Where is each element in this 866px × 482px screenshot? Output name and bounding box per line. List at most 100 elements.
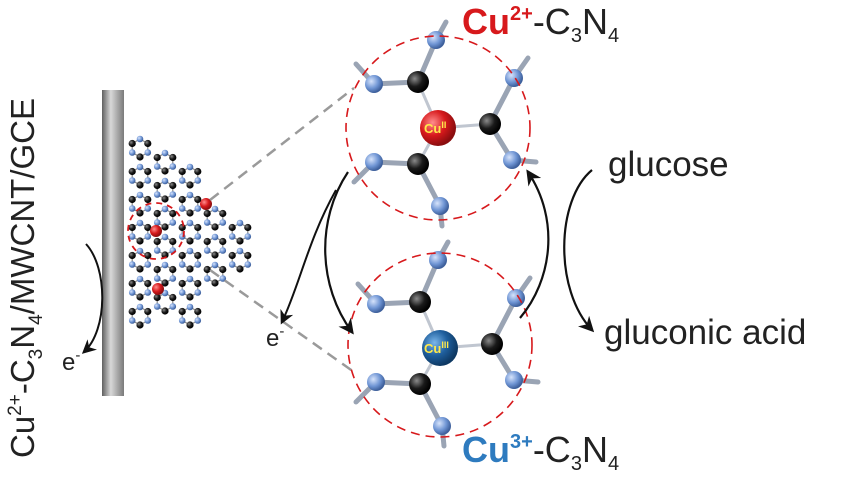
sheet-carbon-atom — [178, 167, 186, 176]
sheet-nitrogen-atom — [194, 261, 202, 268]
sheet-nitrogen-atom — [128, 205, 136, 212]
sheet-carbon-atom — [128, 195, 136, 204]
sheet-nitrogen-atom — [144, 233, 152, 240]
sheet-carbon-atom — [153, 209, 161, 218]
sheet-carbon-atom — [169, 209, 177, 218]
sheet-nitrogen-atom — [219, 219, 227, 226]
sheet-nitrogen-atom — [236, 219, 244, 227]
carbon-atom — [479, 113, 501, 135]
sheet-carbon-atom — [144, 223, 152, 232]
sheet-carbon-atom — [161, 251, 169, 259]
sheet-carbon-atom — [136, 321, 144, 329]
sheet-nitrogen-atom — [153, 247, 161, 254]
sheet-nitrogen-atom — [153, 219, 161, 226]
sheet-carbon-atom — [161, 195, 169, 203]
sheet-nitrogen-atom — [161, 261, 169, 269]
sheet-nitrogen-atom — [136, 303, 144, 311]
sheet-carbon-atom — [186, 209, 194, 217]
cu3-center-label: CuIII — [424, 340, 449, 356]
sheet-nitrogen-atom — [186, 191, 194, 199]
sheet-nitrogen-atom — [194, 205, 202, 212]
sheet-nitrogen-atom — [211, 261, 219, 269]
sheet-carbon-atom — [169, 265, 177, 274]
sheet-nitrogen-atom — [136, 219, 144, 227]
sheet-nitrogen-atom — [153, 163, 161, 170]
sheet-carbon-atom — [128, 223, 136, 232]
nitrogen-atom — [367, 373, 385, 391]
carbon-atom — [409, 373, 431, 395]
sheet-carbon-atom — [211, 251, 219, 259]
sheet-carbon-atom — [136, 153, 144, 161]
sheet-nitrogen-atom — [144, 177, 152, 184]
sheet-nitrogen-atom — [186, 219, 194, 227]
nitrogen-atom — [505, 371, 523, 389]
nitrogen-atom — [365, 75, 383, 93]
sheet-nitrogen-atom — [228, 233, 236, 240]
cu2-center-label: CuII — [424, 120, 446, 136]
sheet-carbon-atom — [144, 279, 152, 288]
sheet-carbon-atom — [244, 251, 252, 260]
sheet-nitrogen-atom — [128, 233, 136, 240]
nitrogen-atom — [427, 31, 445, 49]
sheet-nitrogen-atom — [244, 261, 252, 268]
sheet-nitrogen-atom — [128, 177, 136, 184]
catalytic-cycle-arrow-icon — [324, 171, 354, 335]
sheet-carbon-atom — [128, 167, 136, 176]
sheet-nitrogen-atom — [178, 317, 186, 324]
sheet-copper-atom — [200, 198, 212, 210]
sheet-nitrogen-atom — [186, 303, 194, 311]
sheet-carbon-atom — [194, 195, 202, 204]
sheet-nitrogen-atom — [169, 163, 177, 170]
cu3-title: Cu3+-C3N4 — [462, 429, 619, 475]
sheet-nitrogen-atom — [128, 149, 136, 156]
electrode-label: Cu2+-C3N4/MWCNT/GCE — [4, 98, 47, 458]
sheet-nitrogen-atom — [219, 247, 227, 254]
nitrogen-atom — [505, 69, 523, 87]
nitrogen-atom — [367, 295, 385, 313]
sheet-nitrogen-atom — [161, 149, 169, 157]
sheet-nitrogen-atom — [144, 149, 152, 156]
zoom-line-bottom — [209, 268, 355, 374]
sheet-nitrogen-atom — [228, 261, 236, 268]
zoom-line-top — [209, 87, 355, 201]
sheet-nitrogen-atom — [144, 289, 152, 296]
sheet-carbon-atom — [178, 279, 186, 288]
nitrogen-atom — [431, 197, 449, 215]
sheet-nitrogen-atom — [219, 275, 227, 282]
sheet-carbon-atom — [136, 265, 144, 273]
sheet-carbon-atom — [228, 223, 236, 232]
electron-left-label: e- — [62, 347, 80, 376]
nitrogen-atom — [365, 153, 383, 171]
cu2-title: Cu2+-C3N4 — [462, 1, 619, 47]
sheet-carbon-atom — [211, 223, 219, 231]
sheet-carbon-atom — [153, 265, 161, 274]
sheet-nitrogen-atom — [178, 289, 186, 296]
sheet-carbon-atom — [136, 181, 144, 189]
sheet-nitrogen-atom — [236, 247, 244, 255]
substrate-arrow-icon — [563, 169, 595, 333]
sheet-nitrogen-atom — [178, 261, 186, 268]
sheet-nitrogen-atom — [153, 303, 161, 310]
sheet-carbon-atom — [153, 181, 161, 190]
sheet-carbon-atom — [219, 209, 227, 218]
sheet-nitrogen-atom — [169, 191, 177, 198]
sheet-carbon-atom — [144, 195, 152, 204]
sheet-nitrogen-atom — [244, 233, 252, 240]
sheet-carbon-atom — [186, 265, 194, 273]
sheet-carbon-atom — [178, 223, 186, 232]
sheet-nitrogen-atom — [136, 135, 144, 143]
sheet-nitrogen-atom — [211, 233, 219, 241]
substrate-label: glucose — [608, 145, 729, 184]
sheet-carbon-atom — [169, 153, 177, 162]
sheet-copper-atom — [152, 283, 164, 295]
nitrogen-atom — [433, 417, 451, 435]
carbon-atom — [409, 291, 431, 313]
nitrogen-atom — [503, 151, 521, 169]
sheet-carbon-atom — [128, 251, 136, 260]
sheet-carbon-atom — [186, 181, 194, 189]
sheet-carbon-atom — [236, 237, 244, 245]
sheet-nitrogen-atom — [186, 275, 194, 283]
sheet-nitrogen-atom — [169, 303, 177, 310]
sheet-carbon-atom — [236, 265, 244, 273]
sheet-carbon-atom — [153, 237, 161, 246]
